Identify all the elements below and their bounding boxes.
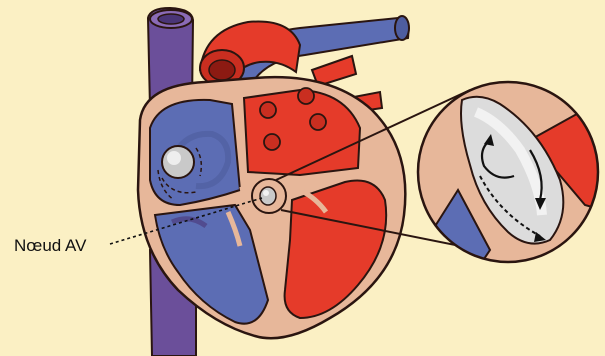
magnified-av-node bbox=[418, 82, 605, 280]
av-node-label: Nœud AV bbox=[14, 236, 87, 255]
left-ventricle bbox=[285, 180, 387, 318]
